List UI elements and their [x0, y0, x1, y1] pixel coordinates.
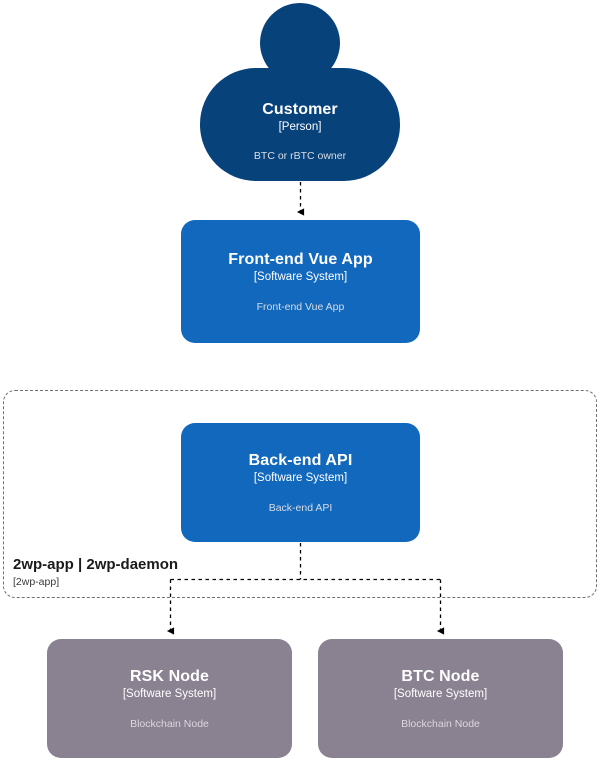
node-backend-type: [Software System] [253, 471, 348, 484]
node-backend-api[interactable]: Back-end API [Software System] Back-end … [181, 423, 420, 542]
node-btc-type: [Software System] [393, 687, 488, 700]
node-btc-description: Blockchain Node [401, 717, 480, 730]
boundary-type: [2wp-app] [13, 576, 60, 588]
node-frontend-title: Front-end Vue App [228, 250, 373, 268]
boundary-label: 2wp-app | 2wp-daemon [2wp-app] [13, 556, 178, 589]
node-btc-node[interactable]: BTC Node [Software System] Blockchain No… [318, 639, 563, 758]
node-customer-title: Customer [262, 101, 338, 118]
node-frontend-vue-app[interactable]: Front-end Vue App [Software System] Fron… [181, 220, 420, 343]
node-rsk-title: RSK Node [129, 667, 210, 685]
node-btc-title: BTC Node [401, 667, 480, 685]
boundary-title: 2wp-app | 2wp-daemon [13, 556, 179, 573]
node-frontend-description: Front-end Vue App [256, 300, 345, 313]
node-customer-type: [Person] [278, 121, 322, 133]
node-rsk-type: [Software System] [122, 687, 217, 700]
node-frontend-type: [Software System] [253, 270, 348, 283]
node-backend-title: Back-end API [248, 451, 353, 469]
node-rsk-node[interactable]: RSK Node [Software System] Blockchain No… [47, 639, 292, 758]
node-customer[interactable]: Customer [Person] BTC or rBTC owner [200, 68, 400, 181]
boundary-2wp-app [3, 390, 597, 598]
node-backend-description: Back-end API [268, 501, 333, 514]
node-rsk-description: Blockchain Node [130, 717, 209, 730]
node-customer-description: BTC or rBTC owner [253, 150, 347, 162]
